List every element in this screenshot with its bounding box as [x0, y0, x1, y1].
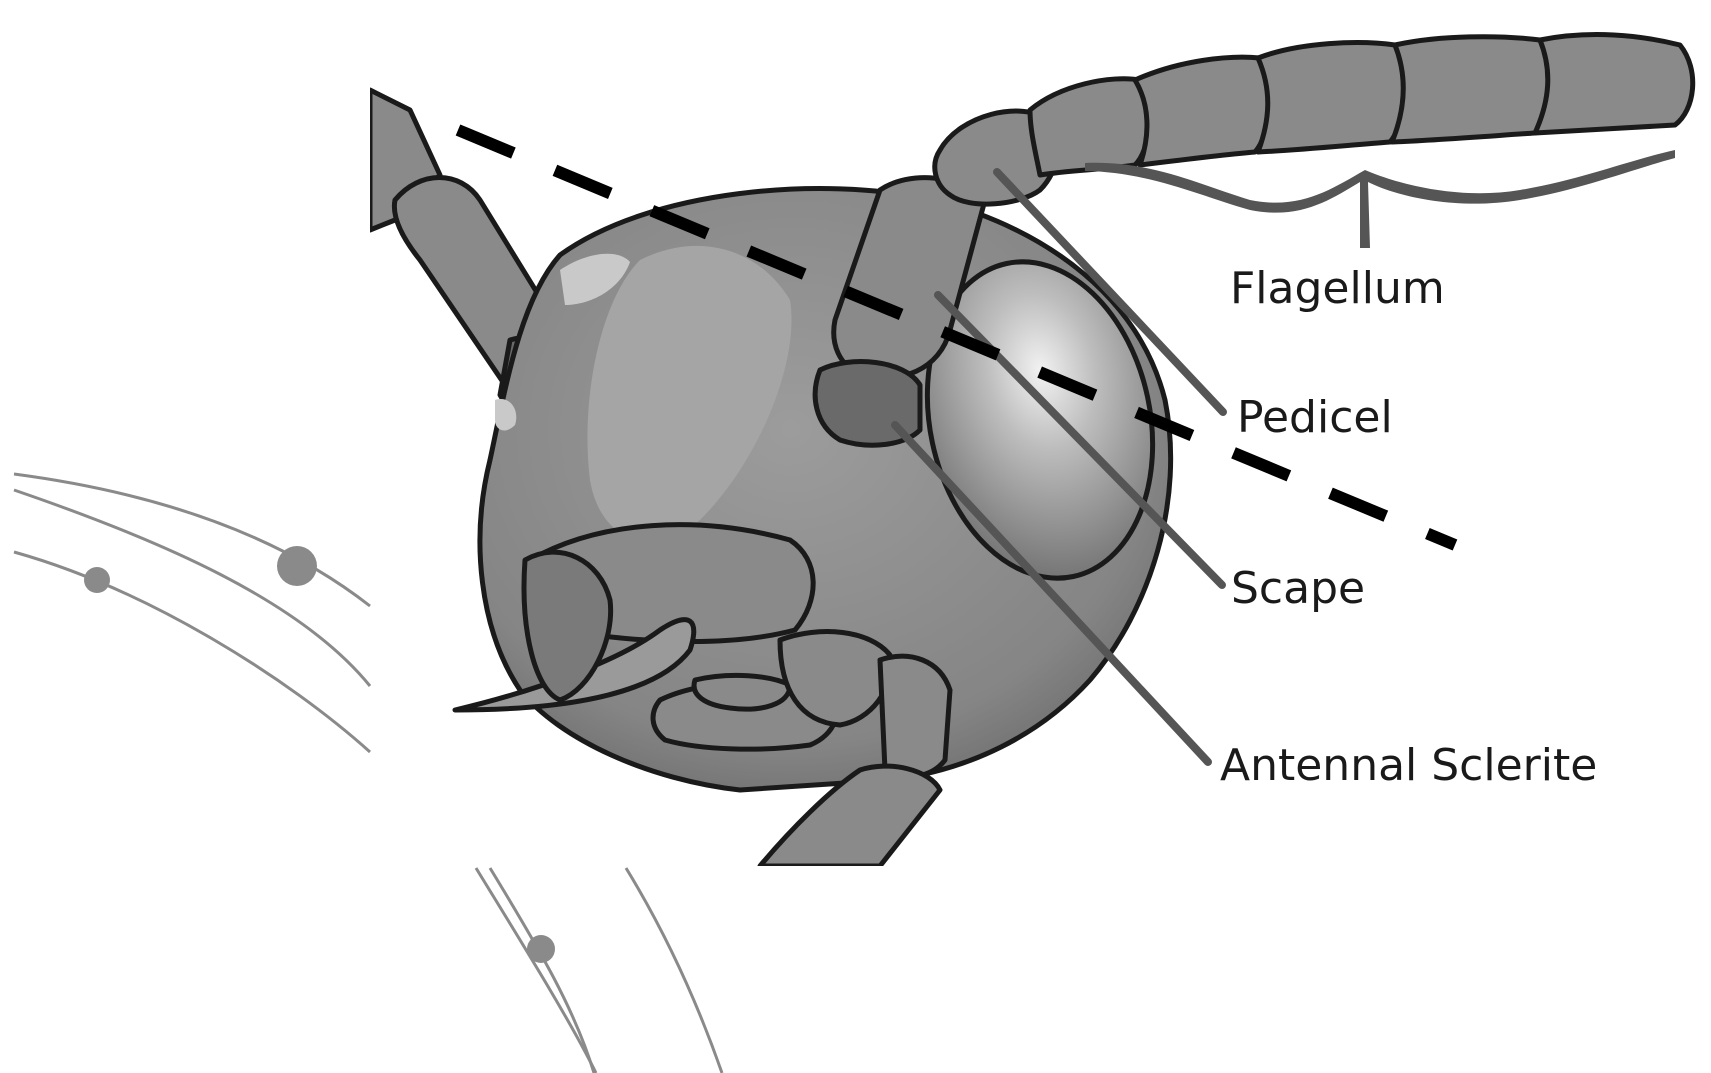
flagellum-segment [1258, 43, 1404, 152]
curve-line [14, 474, 370, 606]
curve-line [14, 552, 370, 752]
labial-palp [880, 656, 950, 776]
curve-line [476, 868, 596, 1073]
flagellum-segment [1392, 37, 1549, 142]
maxillary-palp [694, 675, 790, 709]
curve-dot [527, 935, 555, 963]
flagellum-segment [1135, 57, 1269, 165]
flagellum-bracket [1085, 150, 1675, 248]
flagellum-label: Flagellum [1230, 263, 1445, 314]
flagellum-segment [1535, 35, 1693, 133]
scape-label: Scape [1231, 563, 1365, 614]
curve-dot [84, 567, 110, 593]
curve-line [626, 868, 722, 1073]
antennal-sclerite-label: Antennal Sclerite [1220, 740, 1597, 791]
curve-line [14, 490, 370, 686]
pedicel-label: Pedicel [1237, 392, 1393, 443]
curve-dot [277, 546, 317, 586]
flagellum-segment [1030, 79, 1149, 175]
